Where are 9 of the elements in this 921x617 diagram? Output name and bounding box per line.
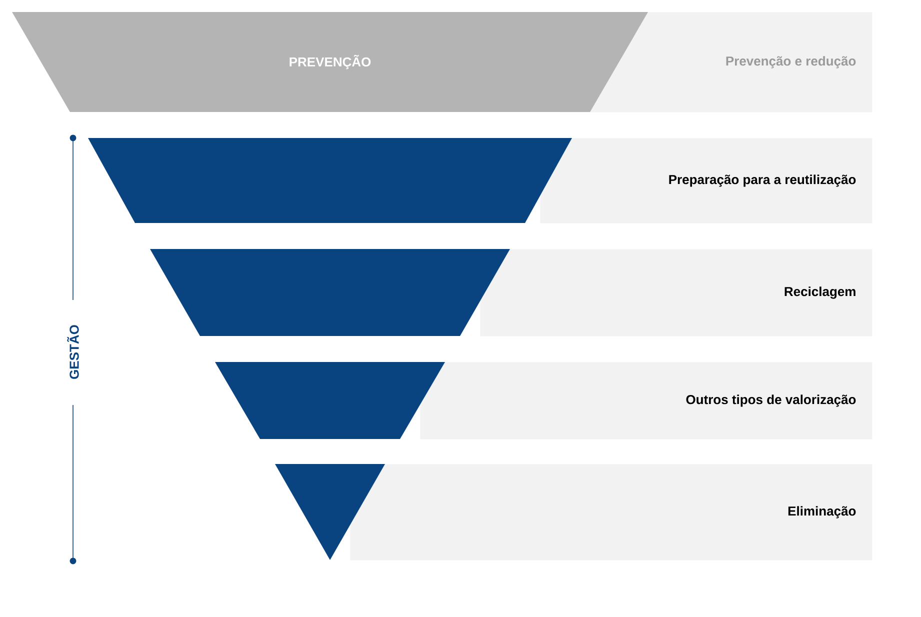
side-label: GESTÃO: [67, 325, 79, 379]
level-band: Eliminação: [350, 464, 872, 560]
level-band: Preparação para a reutilização: [540, 138, 872, 224]
level-band: Reciclagem: [480, 249, 872, 336]
level-band: Outros tipos de valorização: [420, 362, 872, 440]
trapezoid-shape: [88, 138, 572, 223]
trapezoid-shape: [215, 362, 445, 439]
triangle-shape: [275, 464, 385, 560]
trapezoid-shape: [150, 249, 510, 336]
